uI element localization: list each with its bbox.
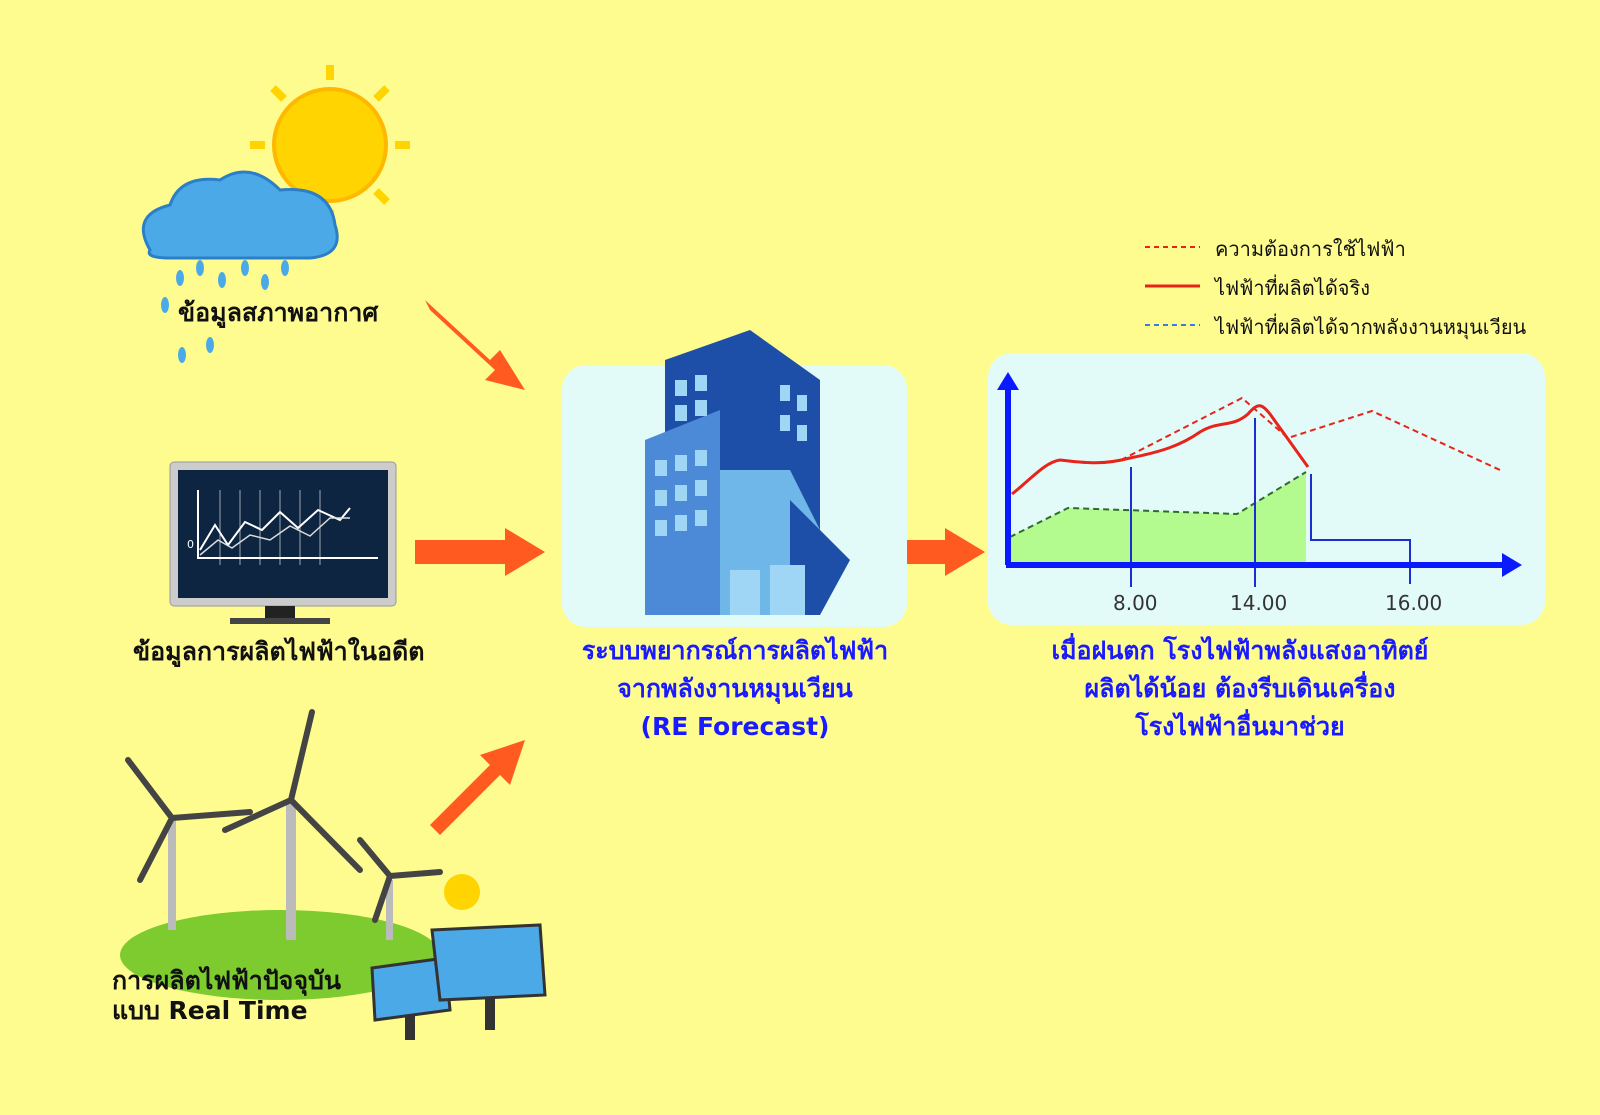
monitor-zero-label: 0 bbox=[187, 538, 194, 551]
forecast-chart bbox=[997, 372, 1522, 587]
result-caption-line3: โรงไฟฟ้าอื่นมาช่วย bbox=[1135, 712, 1345, 741]
realtime-data-label: การผลิตไฟฟ้าปัจจุบัน แบบ Real Time bbox=[112, 966, 341, 1026]
result-caption-line1: เมื่อฝนตก โรงไฟฟ้าพลังแสงอาทิตย์ bbox=[1051, 636, 1429, 665]
weather-data-label: ข้อมูลสภาพอากาศ bbox=[178, 298, 379, 327]
legend-swatches bbox=[1145, 246, 1200, 326]
renewable-area bbox=[1010, 472, 1306, 563]
system-caption-line1: ระบบพยากรณ์การผลิตไฟฟ้า bbox=[581, 636, 889, 665]
arrow-output-icon bbox=[895, 528, 985, 576]
realtime-line2: แบบ Real Time bbox=[112, 996, 308, 1025]
realtime-line1: การผลิตไฟฟ้าปัจจุบัน bbox=[112, 966, 341, 995]
arrows bbox=[415, 300, 985, 835]
legend-actual: ไฟฟ้าที่ผลิตได้จริง bbox=[1215, 276, 1371, 300]
rain-cloud-icon bbox=[141, 170, 339, 363]
system-caption-line3: (RE Forecast) bbox=[640, 712, 830, 741]
chart-panel bbox=[988, 353, 1545, 625]
arrow-history-icon bbox=[415, 528, 545, 576]
demand-line bbox=[1120, 396, 1501, 471]
result-caption-line2: ผลิตได้น้อย ต้องรีบเดินเครื่อง bbox=[1084, 674, 1396, 703]
tick-label: 16.00 bbox=[1385, 591, 1443, 615]
solar-panels-icon bbox=[370, 874, 547, 1040]
tick-label: 14.00 bbox=[1230, 591, 1288, 615]
building-icon bbox=[645, 330, 850, 615]
result-caption: เมื่อฝนตก โรงไฟฟ้าพลังแสงอาทิตย์ ผลิตได้… bbox=[1000, 632, 1480, 746]
arrow-realtime-icon bbox=[430, 740, 525, 835]
renewable-line bbox=[1009, 471, 1307, 538]
legend-renewable: ไฟฟ้าที่ผลิตได้จากพลังงานหมุนเวียน bbox=[1215, 315, 1527, 339]
history-data-label: ข้อมูลการผลิตไฟฟ้าในอดีต bbox=[133, 637, 425, 666]
wind-turbines-icon bbox=[120, 709, 443, 1000]
system-caption-line2: จากพลังงานหมุนเวียน bbox=[617, 674, 853, 703]
forecast-system-caption: ระบบพยากรณ์การผลิตไฟฟ้า จากพลังงานหมุนเว… bbox=[545, 632, 925, 746]
legend-demand: ความต้องการใช้ไฟฟ้า bbox=[1215, 237, 1406, 261]
tick-label: 8.00 bbox=[1113, 591, 1158, 615]
arrow-weather-icon bbox=[425, 300, 525, 390]
actual-line bbox=[1011, 404, 1310, 496]
monitor-chart-icon bbox=[169, 461, 397, 624]
